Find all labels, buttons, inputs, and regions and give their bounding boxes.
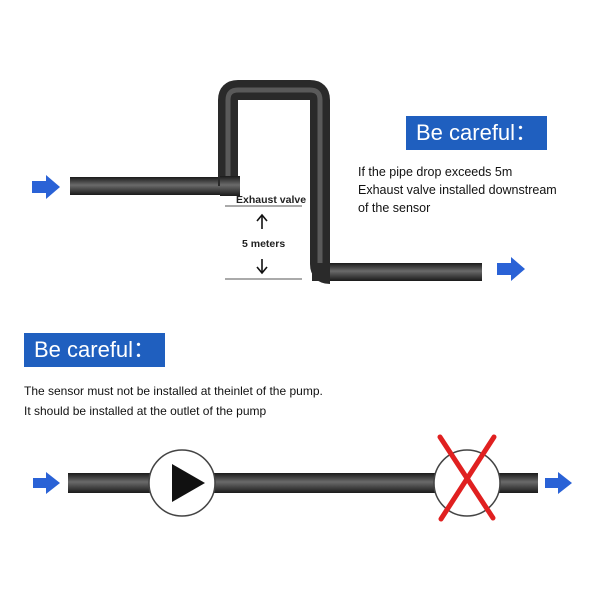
inlet-pipe-segment [70,177,235,195]
exhaust-valve-label: Exhaust valve [236,194,307,206]
bottom-note-line: It should be installed at the outlet of … [24,404,267,418]
pump-icon [148,449,216,517]
flow-arrow-icon [33,472,60,494]
top-note-line: of the sensor [358,201,431,215]
top-pipe [70,80,482,284]
flow-arrow-icon [545,472,572,494]
top-note: If the pipe drop exceeds 5m Exhaust valv… [358,163,593,217]
distance-label: 5 meters [242,238,286,250]
bottom-note-line: The sensor must not be installed at thei… [24,384,323,398]
top-note-line: If the pipe drop exceeds 5m [358,165,513,179]
up-arrow-icon [256,213,268,229]
down-arrow-icon [256,259,268,275]
bottom-note: The sensor must not be installed at thei… [24,381,584,421]
flow-arrow-icon [32,175,60,199]
top-note-line: Exhaust valve installed downstream [358,183,557,197]
cross-icon [437,434,497,522]
be-careful-badge-top: Be careful： [406,116,548,150]
be-careful-badge-bottom: Be careful： [24,333,166,367]
flow-arrow-icon [497,257,525,281]
outlet-pipe-segment [320,263,482,281]
